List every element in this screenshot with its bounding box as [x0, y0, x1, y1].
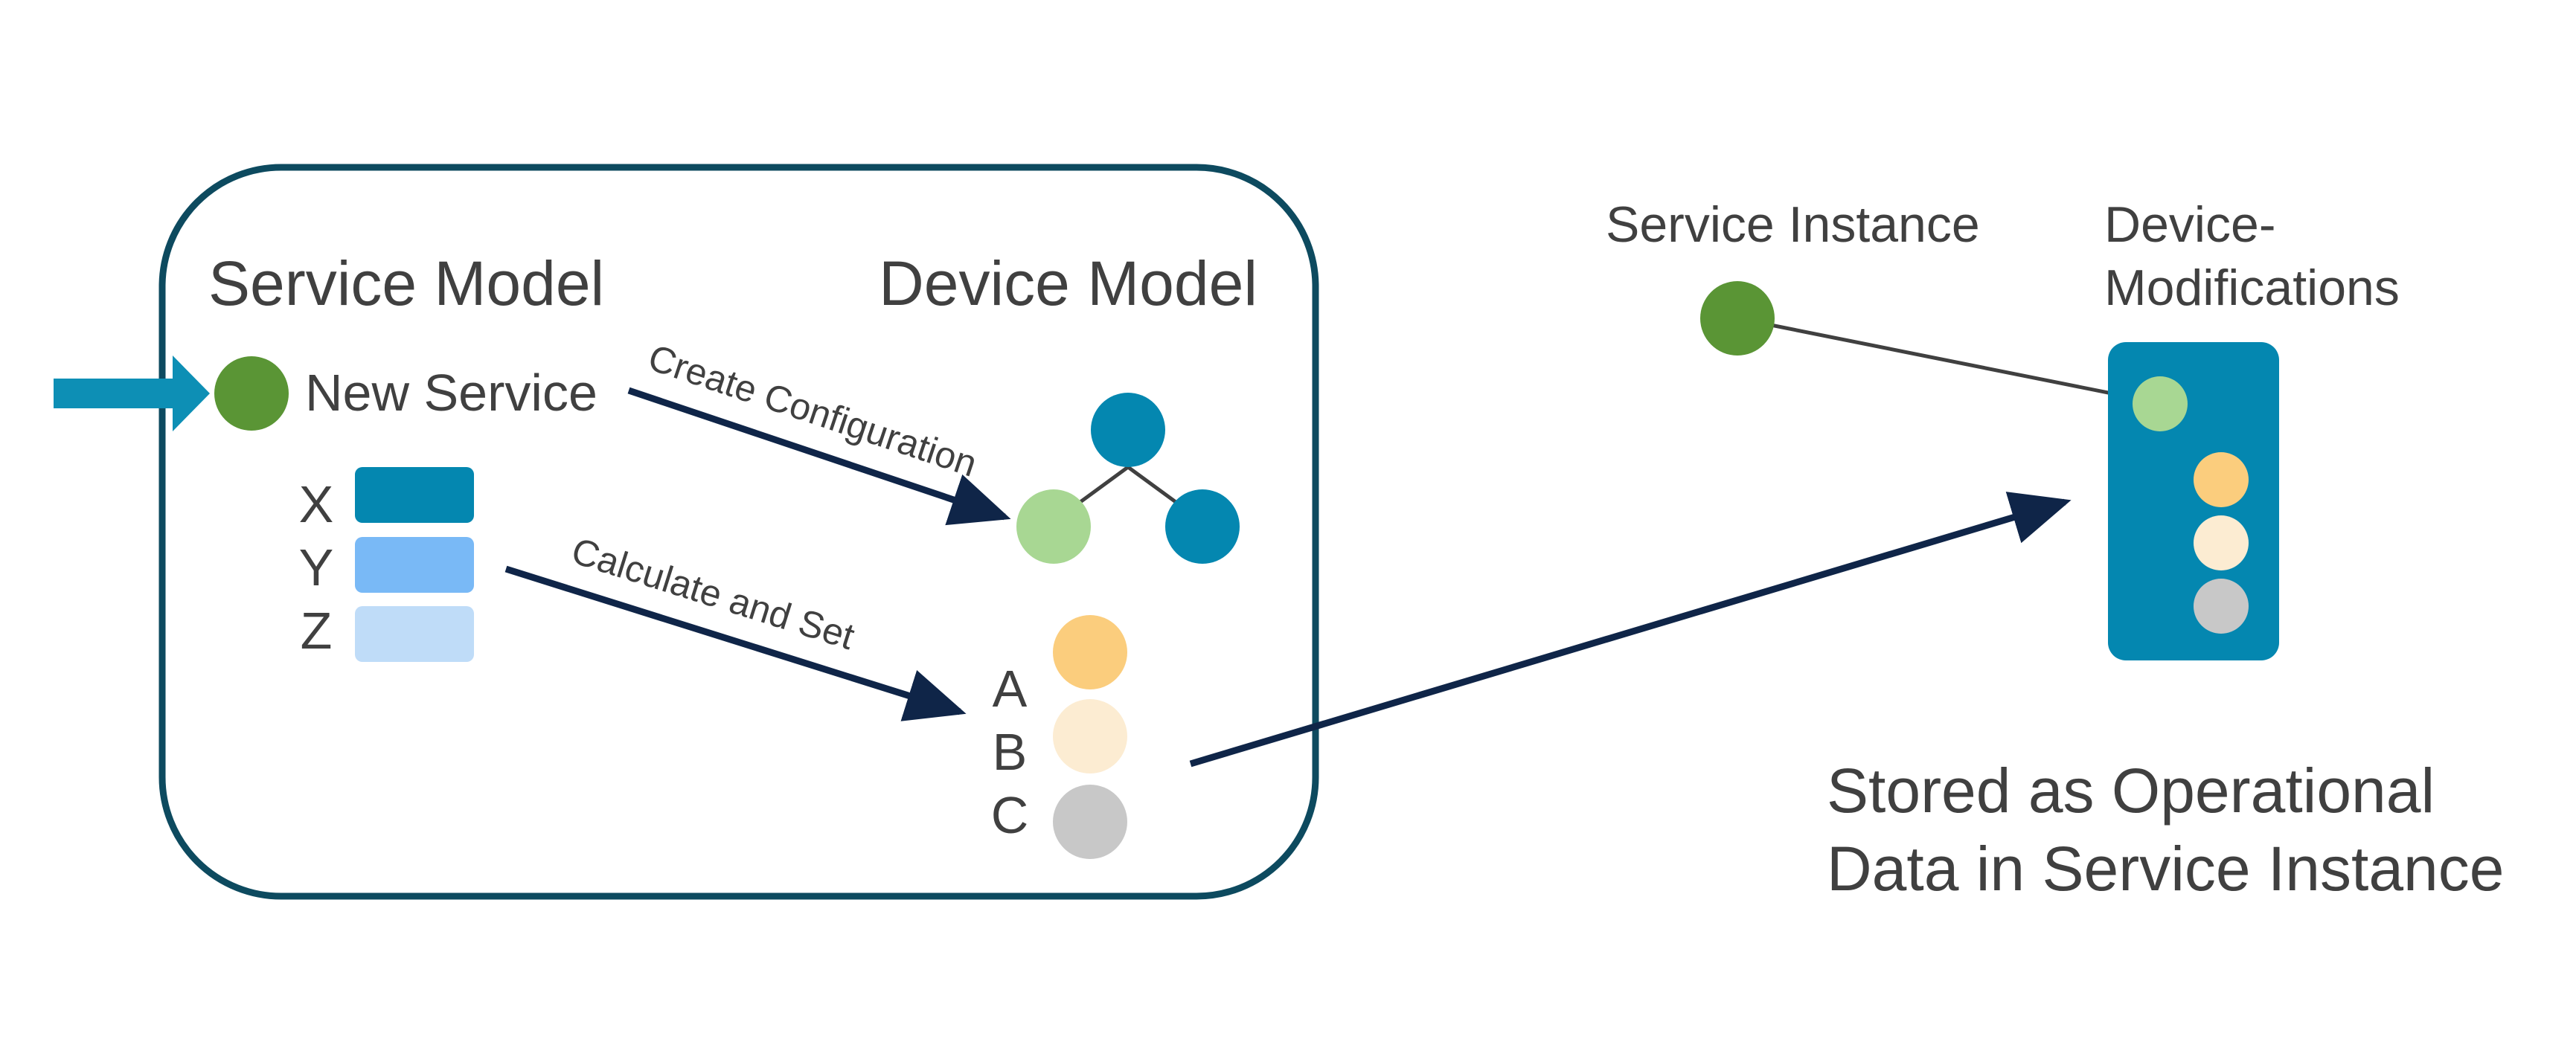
device-modifications-panel [2108, 342, 2279, 660]
output-c-label: C [991, 786, 1029, 844]
device-model-title: Device Model [879, 248, 1257, 318]
param-y-bar [355, 537, 474, 593]
calculate-and-set-arrow [504, 565, 967, 721]
service-model-title: Service Model [208, 248, 604, 318]
store-arrow [1189, 492, 2072, 768]
output-b-node [1053, 699, 1127, 773]
param-y-label: Y [299, 538, 334, 596]
modification-c-node [2194, 579, 2249, 634]
instance-connector [1737, 316, 2153, 404]
device-modifications-label: Device- Modifications [2104, 196, 2400, 316]
param-z-label: Z [301, 602, 333, 660]
output-b-label: B [993, 723, 1028, 781]
service-instance-label: Service Instance [1606, 196, 1980, 253]
output-a-node [1053, 615, 1127, 689]
new-service-label: New Service [305, 364, 597, 422]
param-z-bar [355, 606, 474, 662]
model-container-box [158, 164, 1319, 900]
modification-a-node [2194, 452, 2249, 507]
tree-right-node [1165, 489, 1240, 564]
output-a-label: A [993, 660, 1028, 718]
param-x-label: X [299, 475, 334, 533]
param-x-bar [355, 467, 474, 523]
create-configuration-arrow [627, 387, 1011, 526]
modification-b-node [2194, 515, 2249, 570]
device-config-tree [1016, 393, 1240, 564]
tree-left-node [1016, 489, 1091, 564]
calculate-and-set-label: Calculate and Set [567, 530, 859, 657]
output-c-node [1053, 785, 1127, 859]
input-arrow [54, 356, 210, 431]
modification-green-node [2133, 376, 2188, 431]
new-service-node [214, 356, 289, 431]
service-instance-node [1700, 281, 1775, 356]
storage-caption: Stored as Operational Data in Service In… [1827, 756, 2504, 904]
tree-root-node [1091, 393, 1165, 467]
